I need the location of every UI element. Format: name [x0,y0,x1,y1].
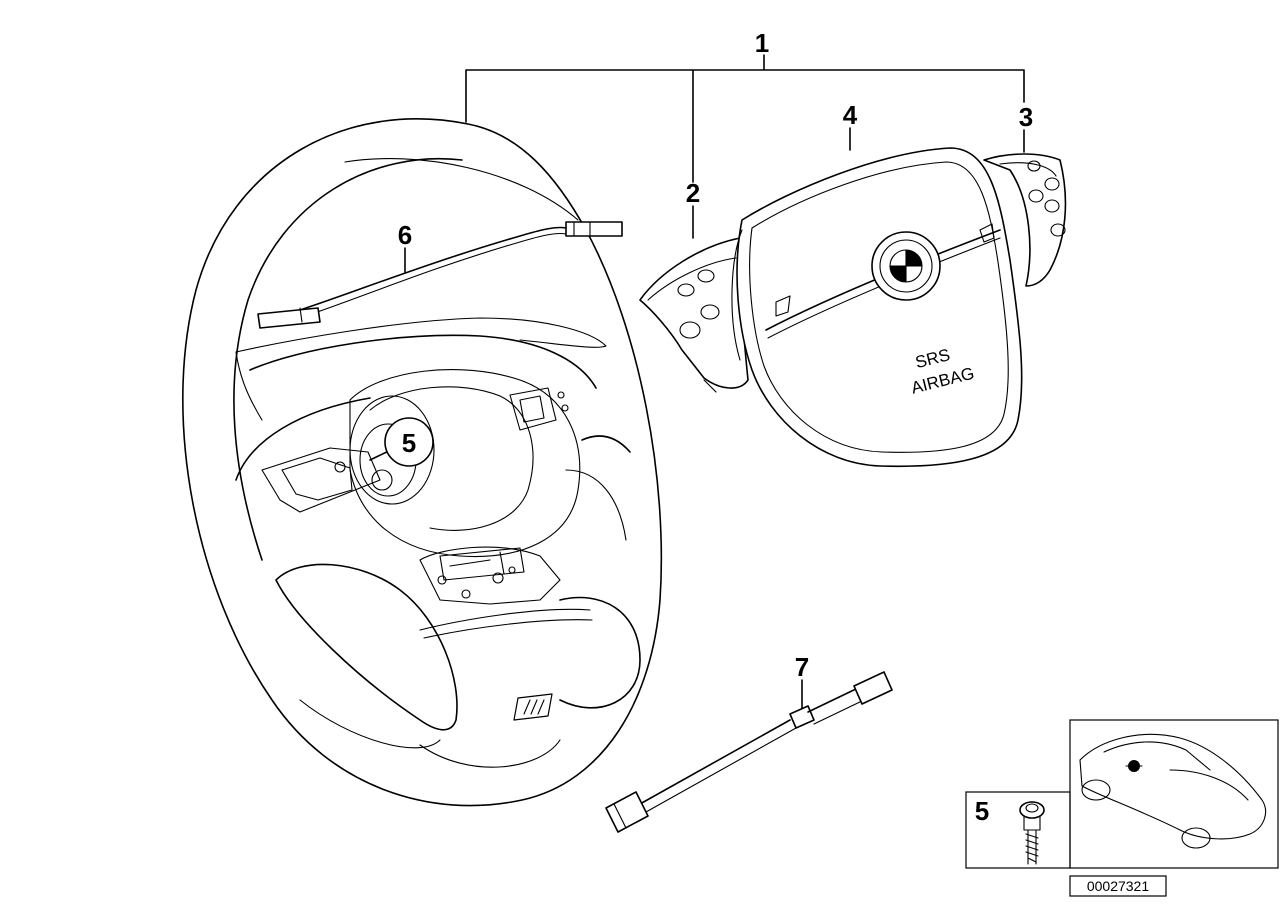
wheel-rim-inner [233,158,463,561]
wiring-harness-6 [257,221,623,329]
doc-number-box: 00027321 [1069,875,1167,897]
callout-3: 3 [1019,102,1033,132]
doc-number: 00027321 [1087,878,1150,894]
svg-text:5: 5 [402,428,416,458]
left-mf-switch-2 [639,237,749,393]
airbag-module-4: SRS AIRBAG [731,147,1023,468]
m-logo [513,693,553,721]
wheel-hub [349,369,581,558]
callout-2: 2 [686,178,700,208]
callout-1: 1 [755,28,769,58]
callout-5-wheel: 5 [384,417,434,467]
wiring-harness-7 [605,671,893,833]
callout-6: 6 [398,220,412,250]
right-mf-switch-3 [983,153,1067,287]
leader-bracket-1 [465,54,1025,239]
callout-4: 4 [843,100,858,130]
callout-5-inset: 5 [975,796,989,826]
callout-7: 7 [795,652,809,682]
inset-screw-box: 5 [965,791,1071,869]
inset-car-box [1069,719,1279,869]
